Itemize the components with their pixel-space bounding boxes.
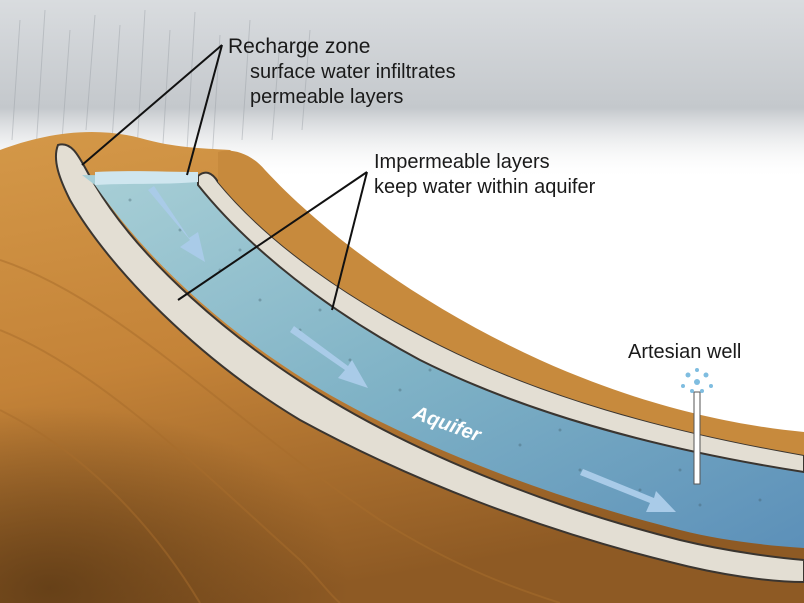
surface-water	[95, 171, 198, 185]
recharge-desc-line1: surface water infiltrates	[250, 61, 456, 83]
flow-arrow-1	[148, 186, 205, 262]
artesian-well-label: Artesian well	[628, 341, 741, 363]
impermeable-title: Impermeable layers	[374, 151, 550, 173]
recharge-desc-line2: permeable layers	[250, 86, 403, 108]
recharge-zone-title: Recharge zone	[228, 35, 370, 58]
well-pipe	[693, 391, 701, 485]
flow-arrow-2	[290, 326, 368, 388]
recharge-leader-left	[81, 44, 223, 166]
leader-lines	[81, 44, 368, 311]
well-spray-icon	[681, 368, 713, 393]
impermeable-desc: keep water within aquifer	[374, 176, 596, 198]
flow-arrows	[148, 186, 676, 512]
impermeable-leader-left	[177, 171, 368, 301]
flow-arrow-3	[580, 469, 676, 512]
impermeable-leader-right	[331, 171, 368, 311]
recharge-leader-right	[186, 44, 223, 176]
upper-soil	[218, 150, 804, 456]
lower-impermeable-layer	[54, 143, 804, 584]
soil-strata	[0, 259, 561, 603]
